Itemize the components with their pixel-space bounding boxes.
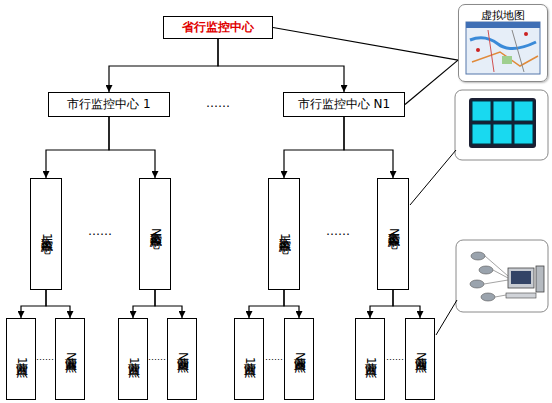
video-screen	[493, 124, 512, 144]
connector	[46, 290, 70, 318]
connector	[284, 290, 299, 318]
node-text: 营业网点1	[125, 353, 142, 366]
node-text: 营业网点N4	[62, 348, 79, 371]
connector	[344, 117, 393, 178]
process-box: 营业网点1	[355, 318, 385, 400]
connector	[133, 290, 155, 318]
node-text: 市行监控中心 N1	[298, 96, 390, 113]
connector	[273, 28, 458, 61]
video-screen	[472, 101, 491, 121]
process-box: 营业网点1	[234, 318, 264, 400]
connector	[46, 117, 109, 178]
video-wall-callout	[455, 90, 548, 160]
camera-symbol	[471, 252, 485, 260]
process-box: 营业网点1	[6, 318, 36, 400]
map-river	[470, 38, 536, 49]
connector	[21, 290, 46, 318]
process-box: 营业网点1	[118, 318, 148, 400]
ellipsis-label: ……	[36, 352, 54, 362]
ellipsis-label: ……	[326, 224, 350, 238]
connector	[249, 290, 284, 318]
connector	[109, 39, 218, 92]
map-marker	[476, 48, 480, 52]
node-text: 支行监控中心1	[276, 227, 293, 242]
video-screen	[472, 124, 491, 144]
map-frame	[466, 22, 540, 74]
map-header	[466, 22, 540, 28]
connector	[284, 117, 344, 178]
video-screen	[514, 124, 533, 144]
ellipsis-label: ……	[88, 224, 112, 238]
keyboard-symbol	[506, 293, 536, 298]
ellipsis-label: ……	[386, 352, 404, 362]
camera-symbol	[470, 280, 484, 288]
camera-symbol	[479, 266, 493, 274]
node-text: 市行监控中心 1	[67, 96, 150, 113]
video-wall	[469, 98, 536, 148]
process-box: 支行监控中心N3	[377, 178, 409, 290]
connector	[393, 290, 420, 318]
node-text: 营业网点1	[13, 353, 30, 366]
node-text: 支行监控中心1	[38, 227, 55, 242]
process-box: 支行监控中心1	[268, 178, 300, 290]
process-box: 省行监控中心	[163, 16, 273, 39]
process-box: 市行监控中心 N1	[283, 92, 405, 117]
ellipsis-label: ……	[265, 352, 283, 362]
node-text: 营业网点N6	[291, 348, 308, 371]
connector	[109, 117, 155, 178]
node-text: 营业网点1	[241, 353, 258, 366]
camera-symbol	[481, 293, 495, 301]
node-text: 营业网点N5	[174, 348, 191, 371]
map-road	[488, 30, 494, 72]
process-box: 营业网点N7	[405, 318, 435, 400]
callout-frame	[456, 240, 548, 312]
node-text: 支行监控中心N3	[385, 222, 402, 247]
callout-box: 虚拟地图	[458, 4, 548, 82]
connector	[370, 290, 393, 318]
map-road	[472, 52, 538, 66]
video-screen	[514, 101, 533, 121]
map-marker	[524, 32, 528, 36]
camera-callout	[456, 240, 548, 312]
process-box: 市行监控中心 1	[48, 92, 170, 117]
camera-cable	[484, 256, 508, 297]
connector	[155, 290, 182, 318]
process-box: 支行监控中心1	[30, 178, 62, 290]
monitor-symbol	[508, 268, 534, 288]
process-box: 营业网点N6	[284, 318, 314, 400]
map-park	[502, 56, 512, 64]
video-screen	[493, 101, 512, 121]
connector	[405, 60, 458, 104]
monitor-screen	[511, 271, 531, 284]
node-text: 虚拟地图	[481, 8, 525, 23]
leader-line	[436, 300, 457, 335]
computer-tower	[536, 266, 544, 292]
node-text: 省行监控中心	[182, 19, 254, 36]
process-box: 营业网点N5	[167, 318, 197, 400]
process-box: 支行监控中心N2	[139, 178, 171, 290]
connector	[218, 39, 344, 92]
map-road	[512, 30, 524, 72]
ellipsis-label: ……	[206, 96, 230, 110]
callout-frame	[455, 90, 548, 160]
leader-line	[410, 150, 456, 205]
node-text: 营业网点N7	[412, 348, 429, 371]
node-text: 支行监控中心N2	[147, 222, 164, 247]
process-box: 营业网点N4	[55, 318, 85, 400]
map-picture	[466, 22, 540, 74]
node-text: 营业网点1	[362, 353, 379, 366]
ellipsis-label: ……	[148, 352, 166, 362]
